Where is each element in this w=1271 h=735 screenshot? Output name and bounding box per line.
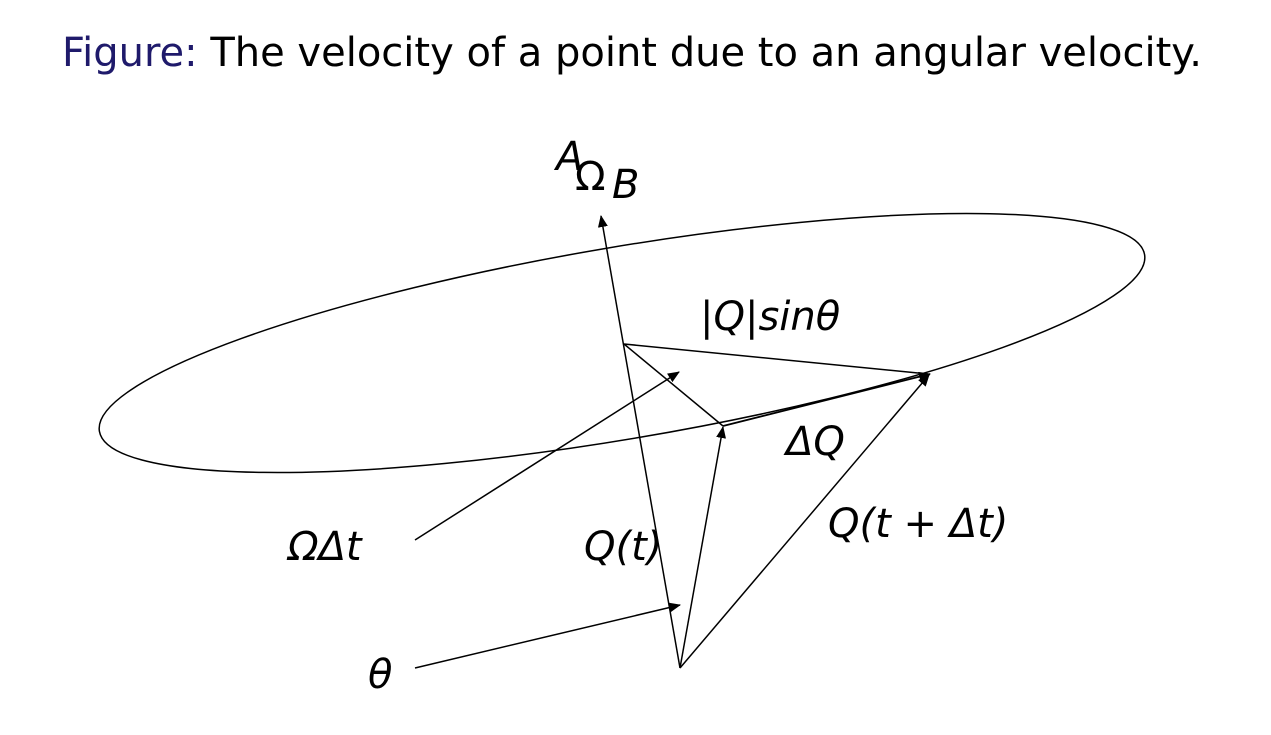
radius-t-line [623, 343, 724, 427]
figure-caption: Figure: The velocity of a point due to a… [62, 30, 1202, 76]
q-t-dt-label: Q(t + Δt) [828, 501, 1008, 547]
q-sin-theta-label: |Q|sinθ [700, 294, 840, 340]
omega-axis-arrow [597, 215, 681, 669]
theta-label: θ [368, 652, 392, 698]
delta-q-label: ΔQ [783, 419, 845, 465]
caption-lead: Figure: [62, 30, 198, 76]
omega-subscript: B [612, 162, 639, 208]
q-t-label: Q(t) [584, 524, 662, 570]
delta-q-arrow [722, 371, 931, 427]
theta-pointer [414, 602, 681, 669]
rotation-ellipse [98, 212, 1146, 474]
omega-superscript: A [553, 134, 583, 180]
q-sin-theta-line [623, 343, 929, 375]
caption-text: The velocity of a point due to an angula… [197, 30, 1202, 76]
omega-symbol: Ω [575, 154, 606, 200]
omega-delta-t-label: ΩΔt [286, 524, 363, 570]
q-t-arrow [679, 426, 726, 669]
q-t-dt-arrow [679, 374, 930, 669]
omega-delta-t-pointer [414, 371, 680, 541]
